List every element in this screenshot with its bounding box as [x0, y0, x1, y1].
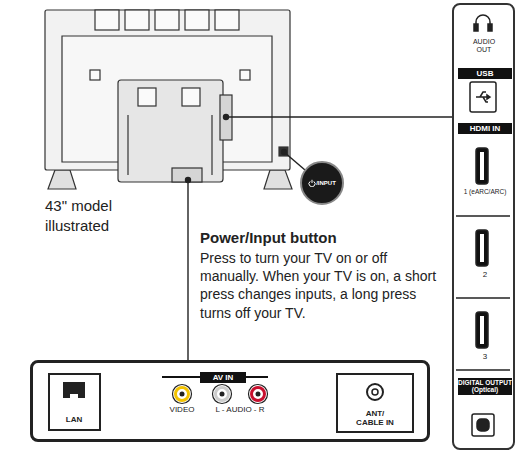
lan-port-box: LAN	[48, 373, 101, 431]
callout-body: Press to turn your TV on or off manually…	[200, 249, 440, 322]
tv-back	[45, 10, 292, 189]
port-label: 1 (eARC/ARC)	[460, 188, 510, 195]
port-label: AUDIO OUT	[468, 38, 500, 54]
port-label: LAN	[50, 415, 98, 424]
port-label: ANT/ CABLE IN	[354, 409, 396, 427]
band-label: USB	[458, 68, 512, 79]
band-label: DIGITAL OUTPUT (Optical)	[458, 378, 512, 395]
bottom-panel: AV IN VIDEOL - AUDIO - R LAN ANT/ CABLE IN	[30, 360, 430, 442]
callout-heading: Power/Input button	[200, 228, 440, 248]
port-label: L - AUDIO - R	[200, 405, 280, 414]
band-label: HDMI IN	[458, 123, 512, 134]
port-label: 2	[460, 270, 510, 279]
side-panel: AUDIO OUT USB HDMI IN 1 (eARC/ARC) 2 3DIGITAL…	[452, 3, 515, 450]
model-note: 43" model illustrated	[45, 196, 145, 235]
power-input-button: /INPUT	[300, 161, 344, 205]
port-label: 3	[460, 352, 510, 361]
power-icon	[308, 179, 316, 187]
band-label: AV IN	[200, 372, 246, 383]
port-label: /INPUT	[316, 180, 336, 187]
antenna-port-box: ANT/ CABLE IN	[336, 373, 414, 433]
leader-lines	[186, 115, 453, 361]
port-label: VIDEO	[157, 405, 207, 414]
